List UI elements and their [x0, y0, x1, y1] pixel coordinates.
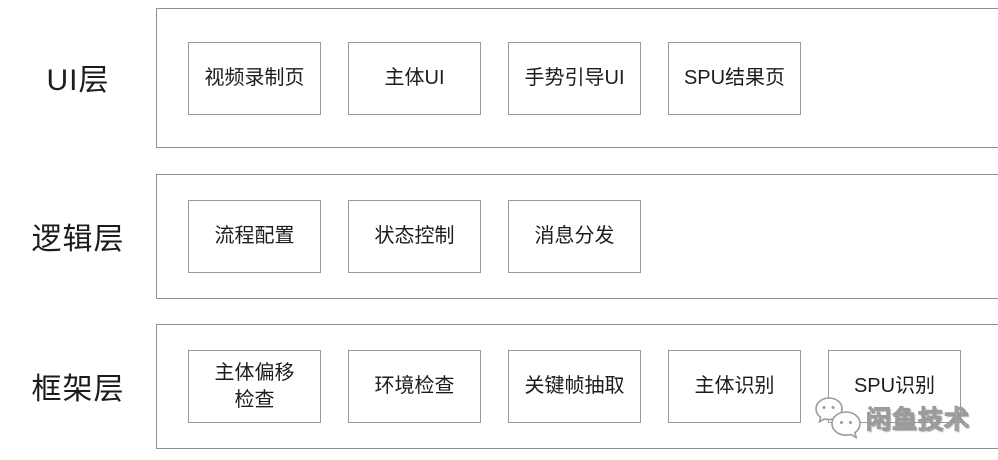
module-box-keyframe-extraction: 关键帧抽取: [508, 350, 641, 423]
layer-label-ui: UI层: [46, 64, 110, 97]
module-box-flow-config: 流程配置: [188, 200, 321, 273]
module-box-main-ui: 主体UI: [348, 41, 481, 115]
module-box-environment-check: 环境检查: [348, 350, 481, 423]
module-box-video-record-page: 视频录制页: [188, 41, 321, 115]
module-box-state-control: 状态控制: [348, 200, 481, 273]
module-box-gesture-guide-ui: 手势引导UI: [508, 41, 641, 115]
module-box-subject-offset-check: 主体偏移 检查: [188, 350, 321, 423]
module-box-message-dispatch: 消息分发: [508, 200, 641, 273]
layer-label-logic: 逻辑层: [31, 222, 125, 256]
layer-container-ui: 视频录制页 主体UI 手势引导UI SPU结果页: [156, 8, 998, 148]
layer-container-framework: 主体偏移 检查 环境检查 关键帧抽取 主体识别 SPU识别: [156, 324, 998, 449]
layer-container-logic: 流程配置 状态控制 消息分发: [156, 174, 998, 299]
module-box-subject-recognition: 主体识别: [668, 350, 801, 423]
layer-label-framework: 框架层: [31, 372, 125, 406]
module-box-spu-result-page: SPU结果页: [668, 41, 801, 115]
module-box-spu-recognition: SPU识别: [828, 350, 961, 423]
